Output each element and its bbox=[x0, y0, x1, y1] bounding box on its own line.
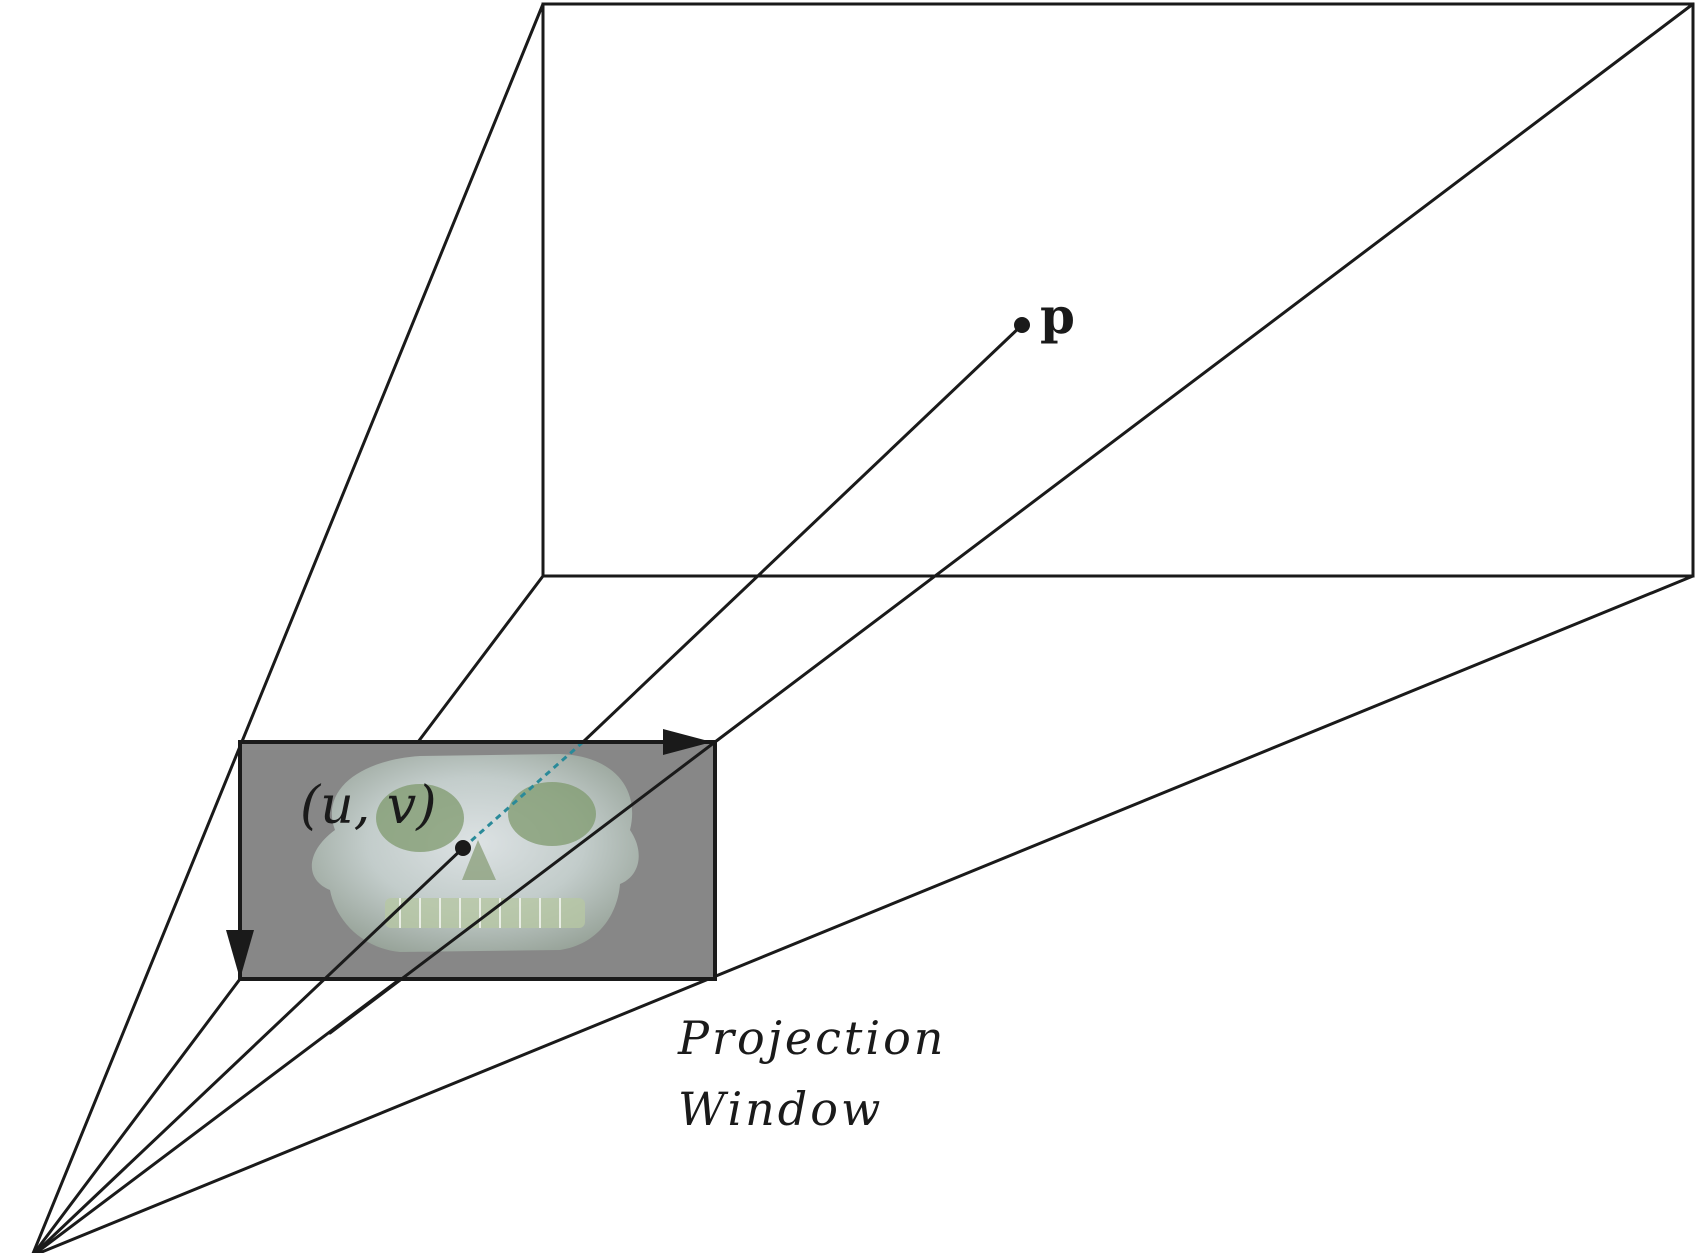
label-uv: (u, v) bbox=[300, 776, 437, 836]
ray-dashed-inside-window bbox=[462, 740, 584, 850]
label-p: p bbox=[1040, 286, 1075, 345]
point-uv bbox=[455, 840, 471, 856]
skull-image-icon bbox=[311, 754, 639, 952]
ray-window-to-p bbox=[581, 323, 1024, 744]
frustum-edge-top-right bbox=[713, 2, 1695, 744]
v-axis-arrowhead bbox=[226, 930, 254, 979]
frustum-edge-bottom-right bbox=[35, 574, 1695, 1253]
point-p bbox=[1014, 317, 1030, 333]
frustum-diagonal-over-window bbox=[328, 740, 717, 1035]
frustum-edge-bottom-left bbox=[416, 574, 545, 744]
far-plane bbox=[541, 2, 1695, 578]
u-axis-arrowhead bbox=[663, 729, 712, 755]
caption-window: Window bbox=[678, 1082, 883, 1136]
caption-projection: Projection bbox=[677, 1011, 946, 1065]
frustum-edge-top-left bbox=[31, 2, 545, 1253]
ray-eye-to-uv bbox=[32, 846, 465, 1253]
near-ray-bottom-left bbox=[32, 977, 242, 1253]
